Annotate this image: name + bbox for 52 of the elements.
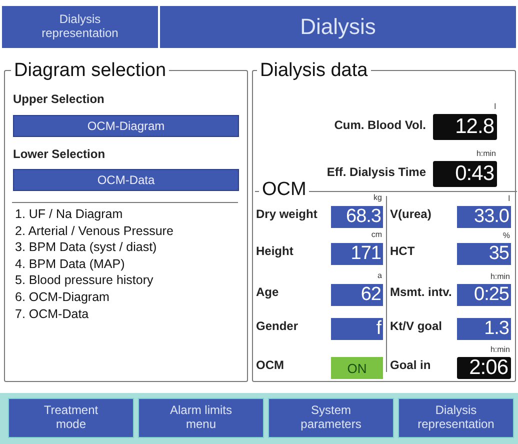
screen-title: Dialysis bbox=[160, 6, 516, 48]
field-label: Msmt. intv. bbox=[390, 286, 453, 300]
unit-label: l bbox=[507, 195, 510, 204]
field-label: Eff. Dialysis Time bbox=[326, 166, 426, 180]
list-item: 1. UF / Na Diagram bbox=[15, 208, 123, 222]
unit-label: h:min bbox=[489, 346, 510, 355]
menu-button: Treatment mode bbox=[8, 398, 134, 438]
selection-field: OCM-Data bbox=[13, 169, 239, 191]
list-item: 3. BPM Data (syst / diast) bbox=[15, 241, 157, 255]
menu-button: System parameters bbox=[268, 398, 394, 438]
unit-label: cm bbox=[370, 231, 382, 240]
unit-label: l bbox=[493, 103, 496, 112]
field-label: Goal in bbox=[390, 359, 432, 372]
field-label: Lower Selection bbox=[13, 148, 106, 162]
field-label: Upper Selection bbox=[13, 93, 104, 106]
value-display: 12.8 bbox=[433, 114, 497, 140]
field-label: HCT bbox=[390, 245, 416, 258]
field-label: Cum. Blood Vol. bbox=[333, 119, 426, 132]
unit-label: % bbox=[502, 232, 510, 241]
list-item: 5. Blood pressure history bbox=[15, 274, 154, 288]
value-field: 1.3 bbox=[457, 318, 511, 340]
tab-button: Dialysis representation bbox=[2, 6, 158, 48]
list-item: 6. OCM-Diagram bbox=[15, 291, 110, 305]
field-label: OCM bbox=[256, 359, 285, 372]
menu-button: Dialysis representation bbox=[398, 398, 514, 438]
value-field: 171 bbox=[331, 243, 383, 265]
panel-heading: Diagram selection bbox=[11, 61, 170, 82]
value-field: 62 bbox=[331, 284, 383, 306]
field-label: Gender bbox=[256, 320, 300, 334]
value-field: 68.3 bbox=[331, 206, 383, 228]
value-field: 35 bbox=[457, 243, 511, 265]
value-display: 2:06 bbox=[457, 357, 511, 379]
unit-label: h:min bbox=[489, 273, 510, 282]
list-item: 2. Arterial / Venous Pressure bbox=[15, 224, 174, 238]
field-label: Kt/V goal bbox=[390, 320, 444, 334]
menu-button: Alarm limits menu bbox=[138, 398, 264, 438]
list-item: 4. BPM Data (MAP) bbox=[15, 258, 125, 272]
panel-heading: Dialysis data bbox=[257, 61, 371, 82]
field-label: Height bbox=[256, 245, 294, 258]
unit-label: h:min bbox=[475, 150, 496, 159]
field-label: Dry weight bbox=[256, 208, 318, 222]
value-field: 0:25 bbox=[457, 284, 511, 306]
toggle-button: ON bbox=[331, 357, 383, 379]
value-field: f bbox=[331, 318, 383, 340]
list-item: 7. OCM-Data bbox=[15, 308, 89, 322]
value-field: 33.0 bbox=[457, 206, 511, 228]
value-display: 0:43 bbox=[433, 161, 497, 187]
field-label: V(urea) bbox=[390, 208, 432, 222]
field-label: Age bbox=[256, 286, 280, 300]
unit-label: kg bbox=[372, 194, 382, 203]
unit-label: a bbox=[376, 272, 382, 281]
selection-field: OCM-Diagram bbox=[13, 115, 239, 137]
